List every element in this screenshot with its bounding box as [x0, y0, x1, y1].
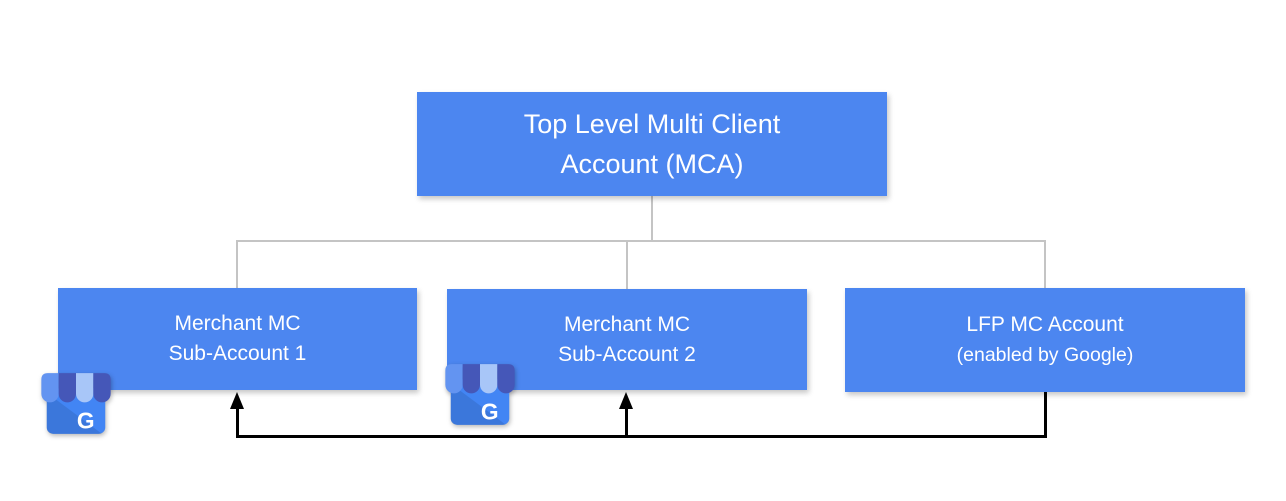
box-merchant-sub-account-1-line2: Sub-Account 1: [168, 342, 307, 365]
box-lfp-mc-account-line2: (enabled by Google): [956, 344, 1134, 366]
box-lfp-mc-account: LFP MC Account (enabled by Google): [845, 288, 1245, 392]
arrowhead-to-sub2-icon: [618, 392, 633, 409]
box-merchant-sub-account-2-line2: Sub-Account 2: [558, 342, 696, 366]
arrowhead-to-sub1-icon: [229, 392, 244, 409]
flow-line-to-sub1: [236, 407, 239, 436]
google-g-letter: G: [77, 407, 95, 433]
google-business-icon: G: [41, 373, 111, 434]
box-lfp-mc-account-line1: LFP MC Account: [966, 313, 1124, 336]
flow-line-from-lfp: [1044, 392, 1047, 438]
connector-horizontal-bus: [236, 240, 1046, 242]
connector-root-drop: [651, 196, 653, 241]
box-top-level-mca-line2: Account (MCA): [560, 149, 744, 179]
box-top-level-mca: Top Level Multi Client Account (MCA): [417, 92, 887, 196]
connector-drop-lfp: [1044, 240, 1046, 288]
flow-line-horizontal: [236, 435, 1046, 438]
box-merchant-sub-account-1-line1: Merchant MC: [174, 312, 301, 335]
connector-drop-sub2: [626, 240, 628, 289]
box-merchant-sub-account-1: Merchant MC Sub-Account 1: [58, 288, 417, 390]
google-business-icon: G: [445, 364, 515, 425]
flow-line-to-sub2: [625, 407, 628, 436]
box-merchant-sub-account-2-line1: Merchant MC: [563, 312, 691, 336]
google-g-letter: G: [481, 398, 499, 424]
connector-drop-sub1: [236, 240, 238, 288]
box-top-level-mca-line1: Top Level Multi Client: [523, 109, 781, 139]
